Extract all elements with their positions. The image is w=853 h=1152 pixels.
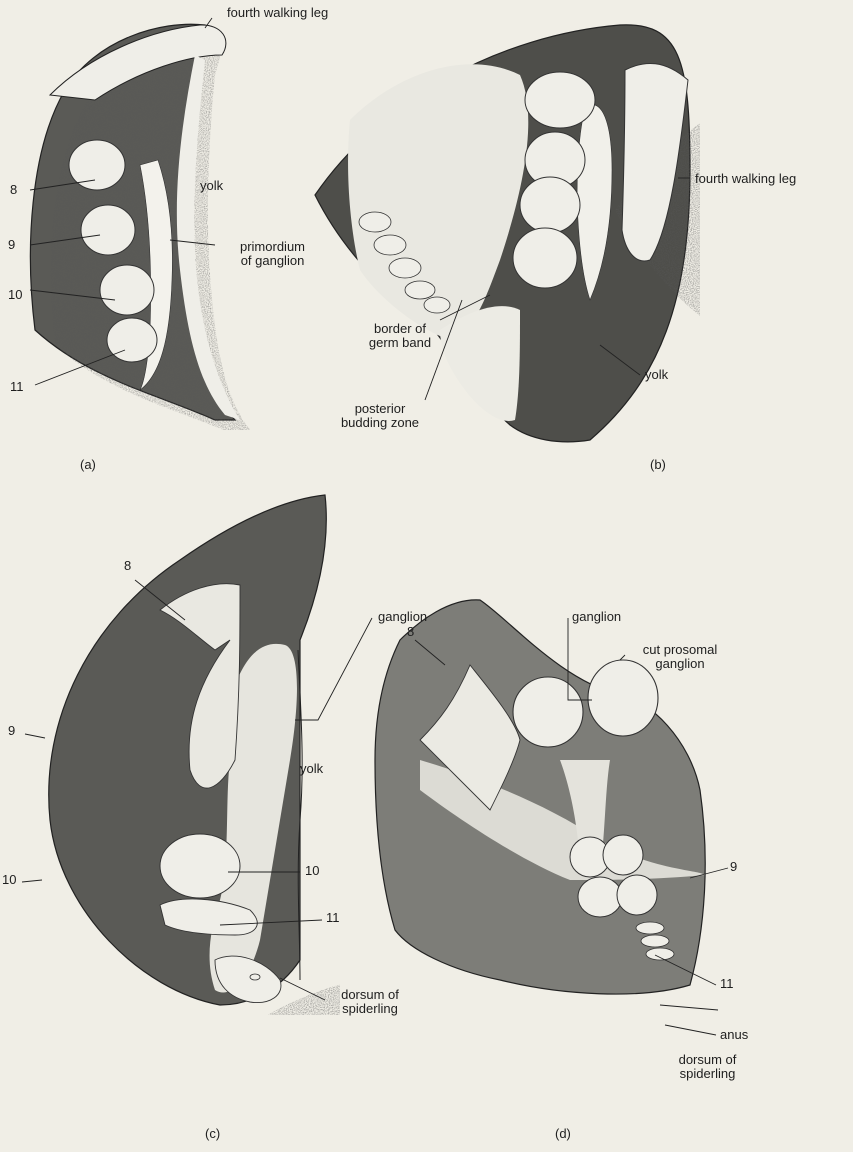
panel-d-tag: (d) xyxy=(555,1127,571,1141)
panel-d-ganglion xyxy=(513,677,583,747)
panel-a-label-8: 8 xyxy=(10,183,17,197)
panel-d-cut-prosomal-ganglion xyxy=(588,660,658,736)
panel-a-tag: (a) xyxy=(80,458,96,472)
panel-b-label-yolk: yolk xyxy=(645,368,668,382)
panel-b-label-border-of-germ-band: border of germ band xyxy=(360,322,440,350)
panel-c-label-dorsum-line1: dorsum of xyxy=(325,988,415,1002)
panel-a-drawing xyxy=(20,15,250,430)
panel-c-limb-bud-10 xyxy=(160,834,240,898)
panel-a-limb-bud-10 xyxy=(100,265,154,315)
panel-b-limb-bud-top xyxy=(525,72,595,128)
panel-b-label-posterior-budding-zone: posterior budding zone xyxy=(330,402,430,430)
panel-c-label-ganglion: ganglion xyxy=(378,610,427,624)
panel-d-segment-d xyxy=(617,875,657,915)
panel-b-limb-bud-3 xyxy=(520,177,580,233)
panel-c-label-yolk: yolk xyxy=(300,762,323,776)
panel-c-tag: (c) xyxy=(205,1127,220,1141)
panel-c-label-dorsum: dorsum of spiderling xyxy=(325,988,415,1016)
panel-b-label-posterior-line2: budding zone xyxy=(330,416,430,430)
panel-a-label-10: 10 xyxy=(8,288,22,302)
panel-d-label-cut-line2: ganglion xyxy=(625,657,735,671)
panel-c-label-10-right: 10 xyxy=(305,864,319,878)
panel-d-label-8: 8 xyxy=(407,625,414,639)
panel-d-label-cut-prosomal-ganglion: cut prosomal ganglion xyxy=(625,643,735,671)
panel-a-limb-bud-11 xyxy=(107,318,157,362)
panel-d-label-11: 11 xyxy=(720,977,734,991)
panel-a-label-fourth-walking-leg: fourth walking leg xyxy=(227,6,328,20)
panel-b-label-border-line2: germ band xyxy=(360,336,440,350)
panel-b-tag: (b) xyxy=(650,458,666,472)
panel-d-label-dorsum-line1: dorsum of xyxy=(660,1053,755,1067)
panel-a-limb-bud-9 xyxy=(81,205,135,255)
panel-c-drawing xyxy=(22,485,372,1015)
panel-d-label-cut-line1: cut prosomal xyxy=(625,643,735,657)
panel-d-segment-c xyxy=(578,877,622,917)
panel-b-label-fourth-walking-leg: fourth walking leg xyxy=(695,172,796,186)
panel-d-label-anus: anus xyxy=(720,1028,748,1042)
panel-c-label-10-left: 10 xyxy=(2,873,16,887)
panel-a-label-11: 11 xyxy=(10,380,24,394)
panel-d-label-ganglion: ganglion xyxy=(572,610,621,624)
panel-d-label-dorsum: dorsum of spiderling xyxy=(660,1053,755,1081)
panel-c-label-11: 11 xyxy=(326,911,340,925)
panel-b-label-border-line1: border of xyxy=(360,322,440,336)
panel-b-posterior-budding-zone xyxy=(440,306,520,421)
panel-a-label-yolk: yolk xyxy=(200,179,223,193)
panel-a-label-primordium-line2: of ganglion xyxy=(225,254,320,268)
panel-c-label-8: 8 xyxy=(124,559,131,573)
panel-d-label-dorsum-line2: spiderling xyxy=(660,1067,755,1081)
panel-b-drawing xyxy=(300,15,700,455)
panel-b-limb-bud-4 xyxy=(513,228,577,288)
panel-b-label-posterior-line1: posterior xyxy=(330,402,430,416)
panel-a-label-9: 9 xyxy=(8,238,15,252)
panel-c-label-dorsum-line2: spiderling xyxy=(325,1002,415,1016)
panel-c-label-9: 9 xyxy=(8,724,15,738)
panel-d-label-9: 9 xyxy=(730,860,737,874)
panel-a-label-primordium-line1: primordium xyxy=(225,240,320,254)
panel-a-label-primordium: primordium of ganglion xyxy=(225,240,320,268)
panel-d-segment-b xyxy=(603,835,643,875)
